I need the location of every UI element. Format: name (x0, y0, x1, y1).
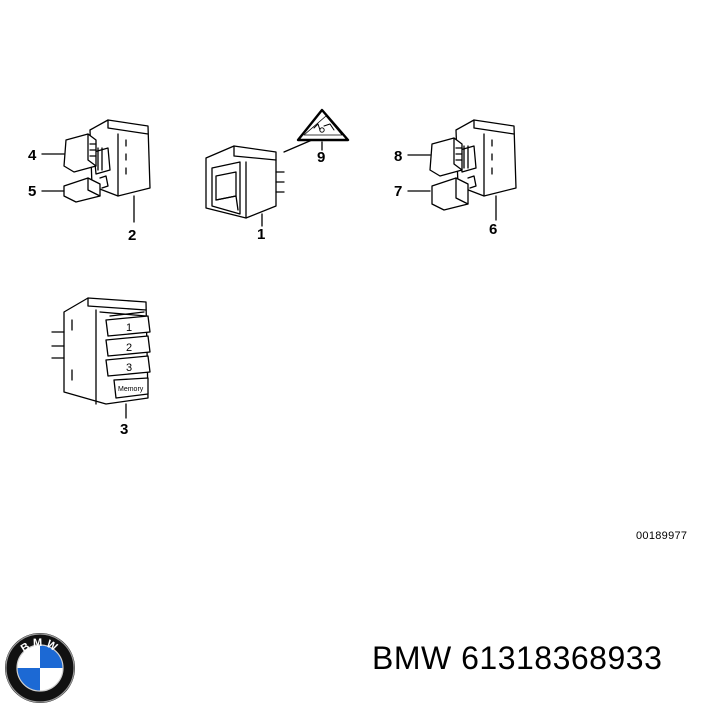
callout-6: 6 (489, 221, 497, 238)
button-5-cap (63, 177, 101, 203)
callout-5: 5 (28, 183, 36, 200)
memory-key-1-label: 1 (126, 322, 132, 334)
callout-8: 8 (394, 148, 402, 165)
memory-key-3 (105, 355, 151, 377)
bmw-logo: BMW (5, 633, 75, 703)
switch-part-1 (205, 139, 313, 227)
callout-1: 1 (257, 226, 265, 243)
logo-text: BMW (19, 637, 59, 655)
memory-key-2-label: 2 (126, 342, 132, 354)
button-7-cap (431, 177, 469, 211)
svg-text:BMW: BMW (19, 637, 62, 655)
memory-switch-part-3 (51, 297, 151, 419)
callout-3: 3 (120, 421, 128, 438)
callout-7: 7 (394, 183, 402, 200)
button-4-cap (63, 133, 97, 173)
warning-label-part-9 (296, 108, 350, 151)
memory-key-1 (105, 315, 151, 337)
memory-key-2 (105, 335, 151, 357)
drawing-id: 00189977 (636, 530, 688, 542)
memory-key-3-label: 3 (126, 362, 132, 374)
button-8-cap (429, 137, 463, 177)
memory-key-memory (113, 377, 149, 399)
callout-9: 9 (317, 149, 325, 166)
switch-part-6 (407, 119, 517, 221)
switch-part-2 (41, 119, 151, 223)
callout-2: 2 (128, 227, 136, 244)
callout-4: 4 (28, 147, 37, 164)
part-number-label: BMW 61318368933 (372, 640, 663, 676)
memory-key-label: Memory (118, 386, 144, 393)
